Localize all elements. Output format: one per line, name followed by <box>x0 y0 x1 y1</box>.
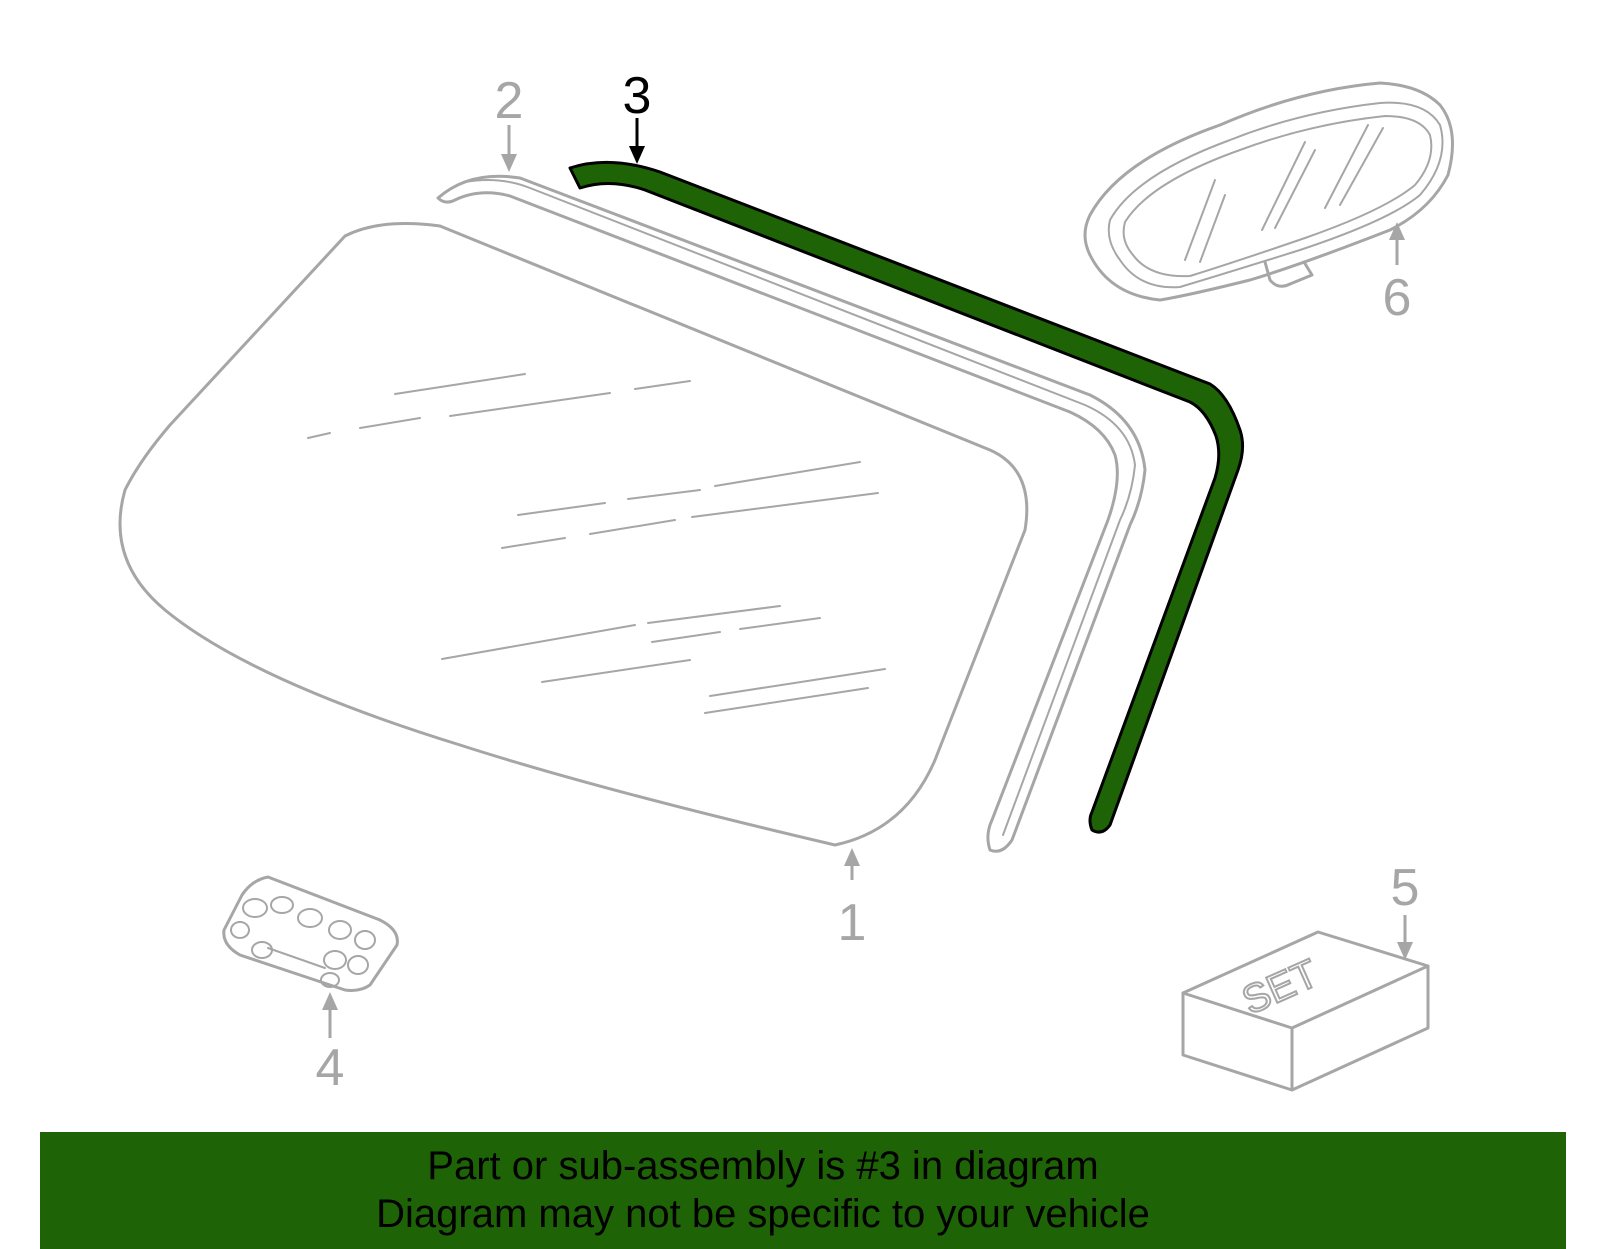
callout-5: 5 <box>1391 859 1420 960</box>
callout-4: 4 <box>316 992 345 1097</box>
callout-3-label: 3 <box>623 67 652 125</box>
part-3-weatherstrip[interactable] <box>568 160 1245 834</box>
part-5-kit-box[interactable]: SET <box>1181 930 1430 1092</box>
callout-6: 6 <box>1383 222 1412 327</box>
callout-3: 3 <box>623 67 652 164</box>
glass-reflection-lines <box>307 373 886 714</box>
mirror-reflection-lines <box>1184 124 1384 263</box>
callout-1: 1 <box>838 848 867 952</box>
banner-line-2: Diagram may not be specific to your vehi… <box>376 1192 1150 1236</box>
info-banner: Part or sub-assembly is #3 in diagram Di… <box>40 1132 1566 1249</box>
banner-line-1: Part or sub-assembly is #3 in diagram <box>427 1144 1099 1188</box>
part-6-rearview-mirror[interactable] <box>1083 81 1454 302</box>
callout-6-label: 6 <box>1383 269 1412 327</box>
part-4-clip[interactable] <box>222 875 399 992</box>
callout-1-label: 1 <box>838 894 867 952</box>
part-1-windshield-glass[interactable] <box>118 222 1029 847</box>
callout-4-label: 4 <box>316 1039 345 1097</box>
callout-2: 2 <box>495 72 524 172</box>
part-2-molding[interactable] <box>436 174 1147 853</box>
callout-5-label: 5 <box>1391 859 1420 917</box>
callout-2-label: 2 <box>495 72 524 130</box>
